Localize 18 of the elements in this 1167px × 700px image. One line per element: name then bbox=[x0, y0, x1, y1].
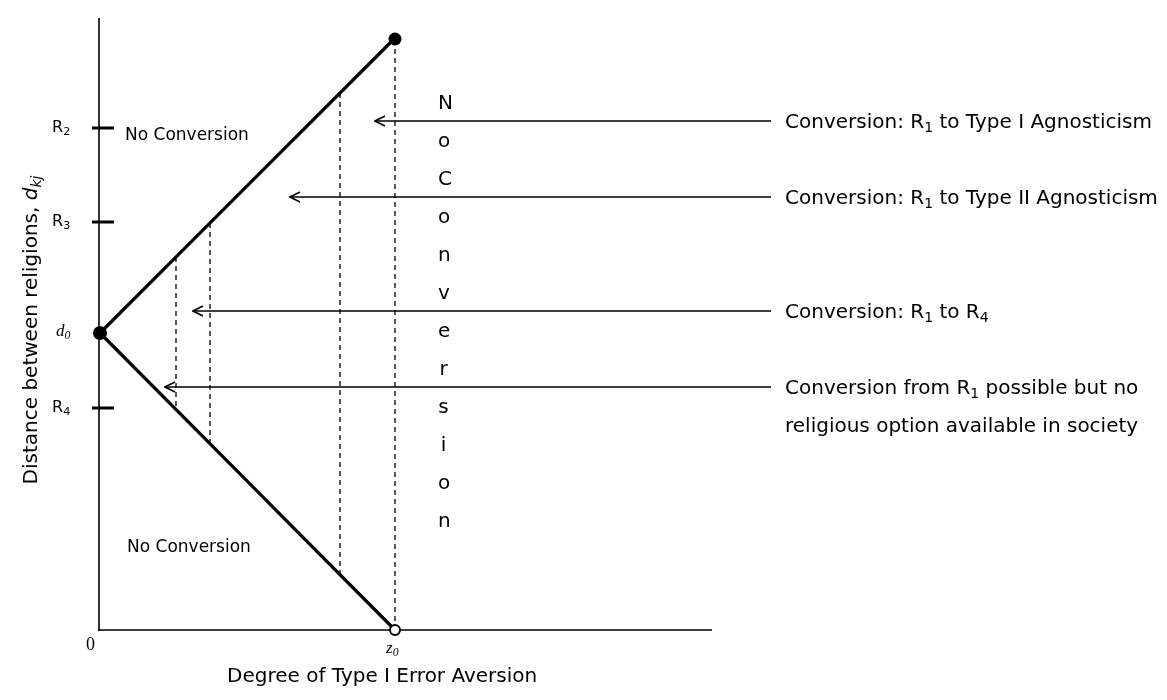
axis-tick-label: 0 bbox=[86, 634, 95, 656]
region-label: No Conversion bbox=[127, 536, 251, 557]
annotation-text: Conversion: R$_{1}$ to Type I Agnosticism bbox=[771, 102, 1152, 140]
point-label: z$_{0}$ bbox=[386, 638, 399, 659]
arrow bbox=[374, 115, 772, 127]
region-label: No Conversion bbox=[125, 124, 249, 145]
arrow bbox=[192, 305, 772, 317]
arrow bbox=[164, 381, 772, 393]
annotation-text: Conversion from R$_{1}$ possible but no religious option available in society bbox=[771, 368, 1165, 444]
axis-title: Degree of Type I Error Aversion bbox=[227, 663, 538, 687]
annotation-text: Conversion: R$_{1}$ to R$_{4}$ bbox=[771, 292, 989, 330]
axis-tick-label: R$_{2}$ bbox=[52, 117, 71, 137]
arrow bbox=[289, 191, 772, 203]
region-label: No Conversion bbox=[438, 89, 449, 534]
axis-tick-label: R$_{3}$ bbox=[52, 211, 71, 231]
annotation-text: Conversion: R$_{1}$ to Type II Agnosticism bbox=[771, 178, 1158, 216]
axis-tick-label: R$_{4}$ bbox=[52, 397, 71, 417]
point-label: d$_{0}$ bbox=[56, 321, 71, 342]
